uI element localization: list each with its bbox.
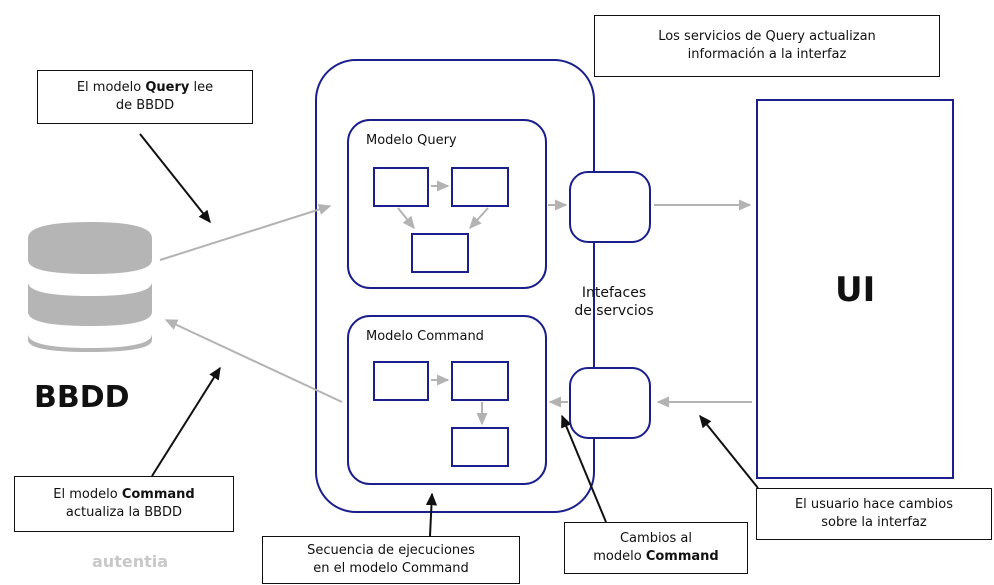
database-label: BBDD [34,380,130,415]
note-query-services: Los servicios de Query actualizan inform… [594,15,940,77]
query-step-box [373,167,429,207]
command-step-box [373,361,429,401]
command-model-box [347,315,547,485]
database-icon [28,222,152,352]
query-service-interface [569,171,651,243]
ui-box [756,99,954,479]
db-to-query-arrow [159,204,332,261]
query-step-box [411,233,469,273]
query-flow-arrow [469,207,489,230]
note-user-changes: El usuario hace cambios sobre la interfa… [756,488,992,540]
note-query-reads-arrow [139,133,211,224]
note-query-reads: El modelo Query lee de BBDD [37,70,253,124]
service-interfaces-label: Intefaces de servcios [574,285,654,319]
command-step-box [451,361,509,401]
note-command-updates-arrow [151,366,221,477]
note-sequence-arrow [425,492,438,537]
note-changes: Cambios al modelo Command [564,522,748,574]
query-model-box [347,119,547,289]
note-changes-arrow [561,414,607,523]
command-model-label: Modelo Command [366,329,484,344]
ui-label: UI [835,270,876,310]
command-service-interface [569,367,651,439]
query-step-box [451,167,509,207]
note-command-updates: El modelo Command actualiza la BBDD [14,476,234,532]
autentia-logo: autentia [92,552,169,571]
query-flow-arrow [397,207,415,230]
note-user-changes-arrow [699,414,759,489]
note-sequence: Secuencia de ejecuciones en el modelo Co… [262,536,520,584]
query-model-label: Modelo Query [366,133,457,148]
command-step-box [451,427,509,467]
command-to-db-arrow [164,319,343,403]
command-query-container [315,59,595,513]
